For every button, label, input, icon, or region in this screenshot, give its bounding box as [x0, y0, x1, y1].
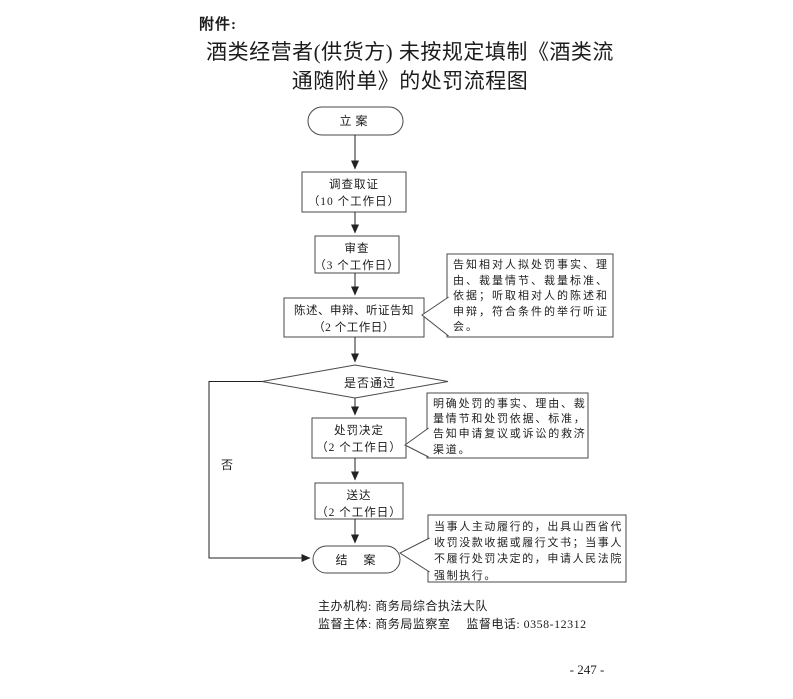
- callout-notify-tail: [421, 296, 449, 337]
- callout-punish-text: 明确处罚的事实、理由、裁量情节和处罚依据、标准，告知申请复议或诉讼的救济渠道。: [433, 398, 587, 456]
- footer-supervisor: 监督主体: 商务局监察室 监督电话: 0358-12312: [318, 617, 587, 631]
- deliver-node-label: 送达 （2 个工作日）: [316, 490, 402, 519]
- page-title: 酒类经营者(供货方) 未按规定填制《酒类流 通随附单》的处罚流程图: [206, 40, 614, 93]
- footer-organizer: 主办机构: 商务局综合执法大队: [318, 599, 488, 613]
- edge-no-label: 否: [221, 458, 234, 472]
- callout-notify-text: 告知相对人拟处罚事实、理由、裁量情节、裁量标准、依据；听取相对人的陈述和申辩，符…: [453, 259, 609, 334]
- investigate-node-shape: [301, 171, 407, 213]
- review-node-label: 审查 （3 个工作日）: [314, 243, 400, 272]
- callout-end-text: 当事人主动履行的，出具山西省代收罚没款收据或履行文书；当事人不履行处罚决定的，申…: [434, 521, 623, 582]
- callout-end-tail: [398, 537, 430, 573]
- edge-decision-no-end: [208, 381, 311, 562]
- deliver-node-shape: [314, 482, 404, 520]
- end-node-shape: [312, 545, 401, 574]
- punish-node-label: 处罚决定 （2 个工作日）: [316, 425, 402, 454]
- decision-node-label: 是否通过: [343, 376, 396, 390]
- callout-end-shape: [427, 514, 627, 583]
- review-node-shape: [314, 235, 400, 274]
- start-node-label: 立案: [339, 114, 372, 128]
- notify-node-shape: [283, 297, 425, 338]
- investigate-node-label: 调查取证 （10 个工作日）: [307, 179, 401, 208]
- callout-punish-tail: [404, 427, 429, 458]
- callout-punish-shape: [426, 392, 589, 459]
- notify-node-label: 陈述、申辩、听证告知 （2 个工作日）: [294, 305, 414, 334]
- end-node-label: 结 案: [335, 553, 378, 567]
- punish-node-shape: [311, 417, 407, 459]
- page-number: - 247 -: [569, 662, 605, 677]
- callout-notify-shape: [446, 253, 614, 338]
- attachment-label: 附件:: [199, 17, 237, 33]
- footer-block: 主办机构: 商务局综合执法大队 监督主体: 商务局监察室 监督电话: 0358-…: [318, 597, 618, 633]
